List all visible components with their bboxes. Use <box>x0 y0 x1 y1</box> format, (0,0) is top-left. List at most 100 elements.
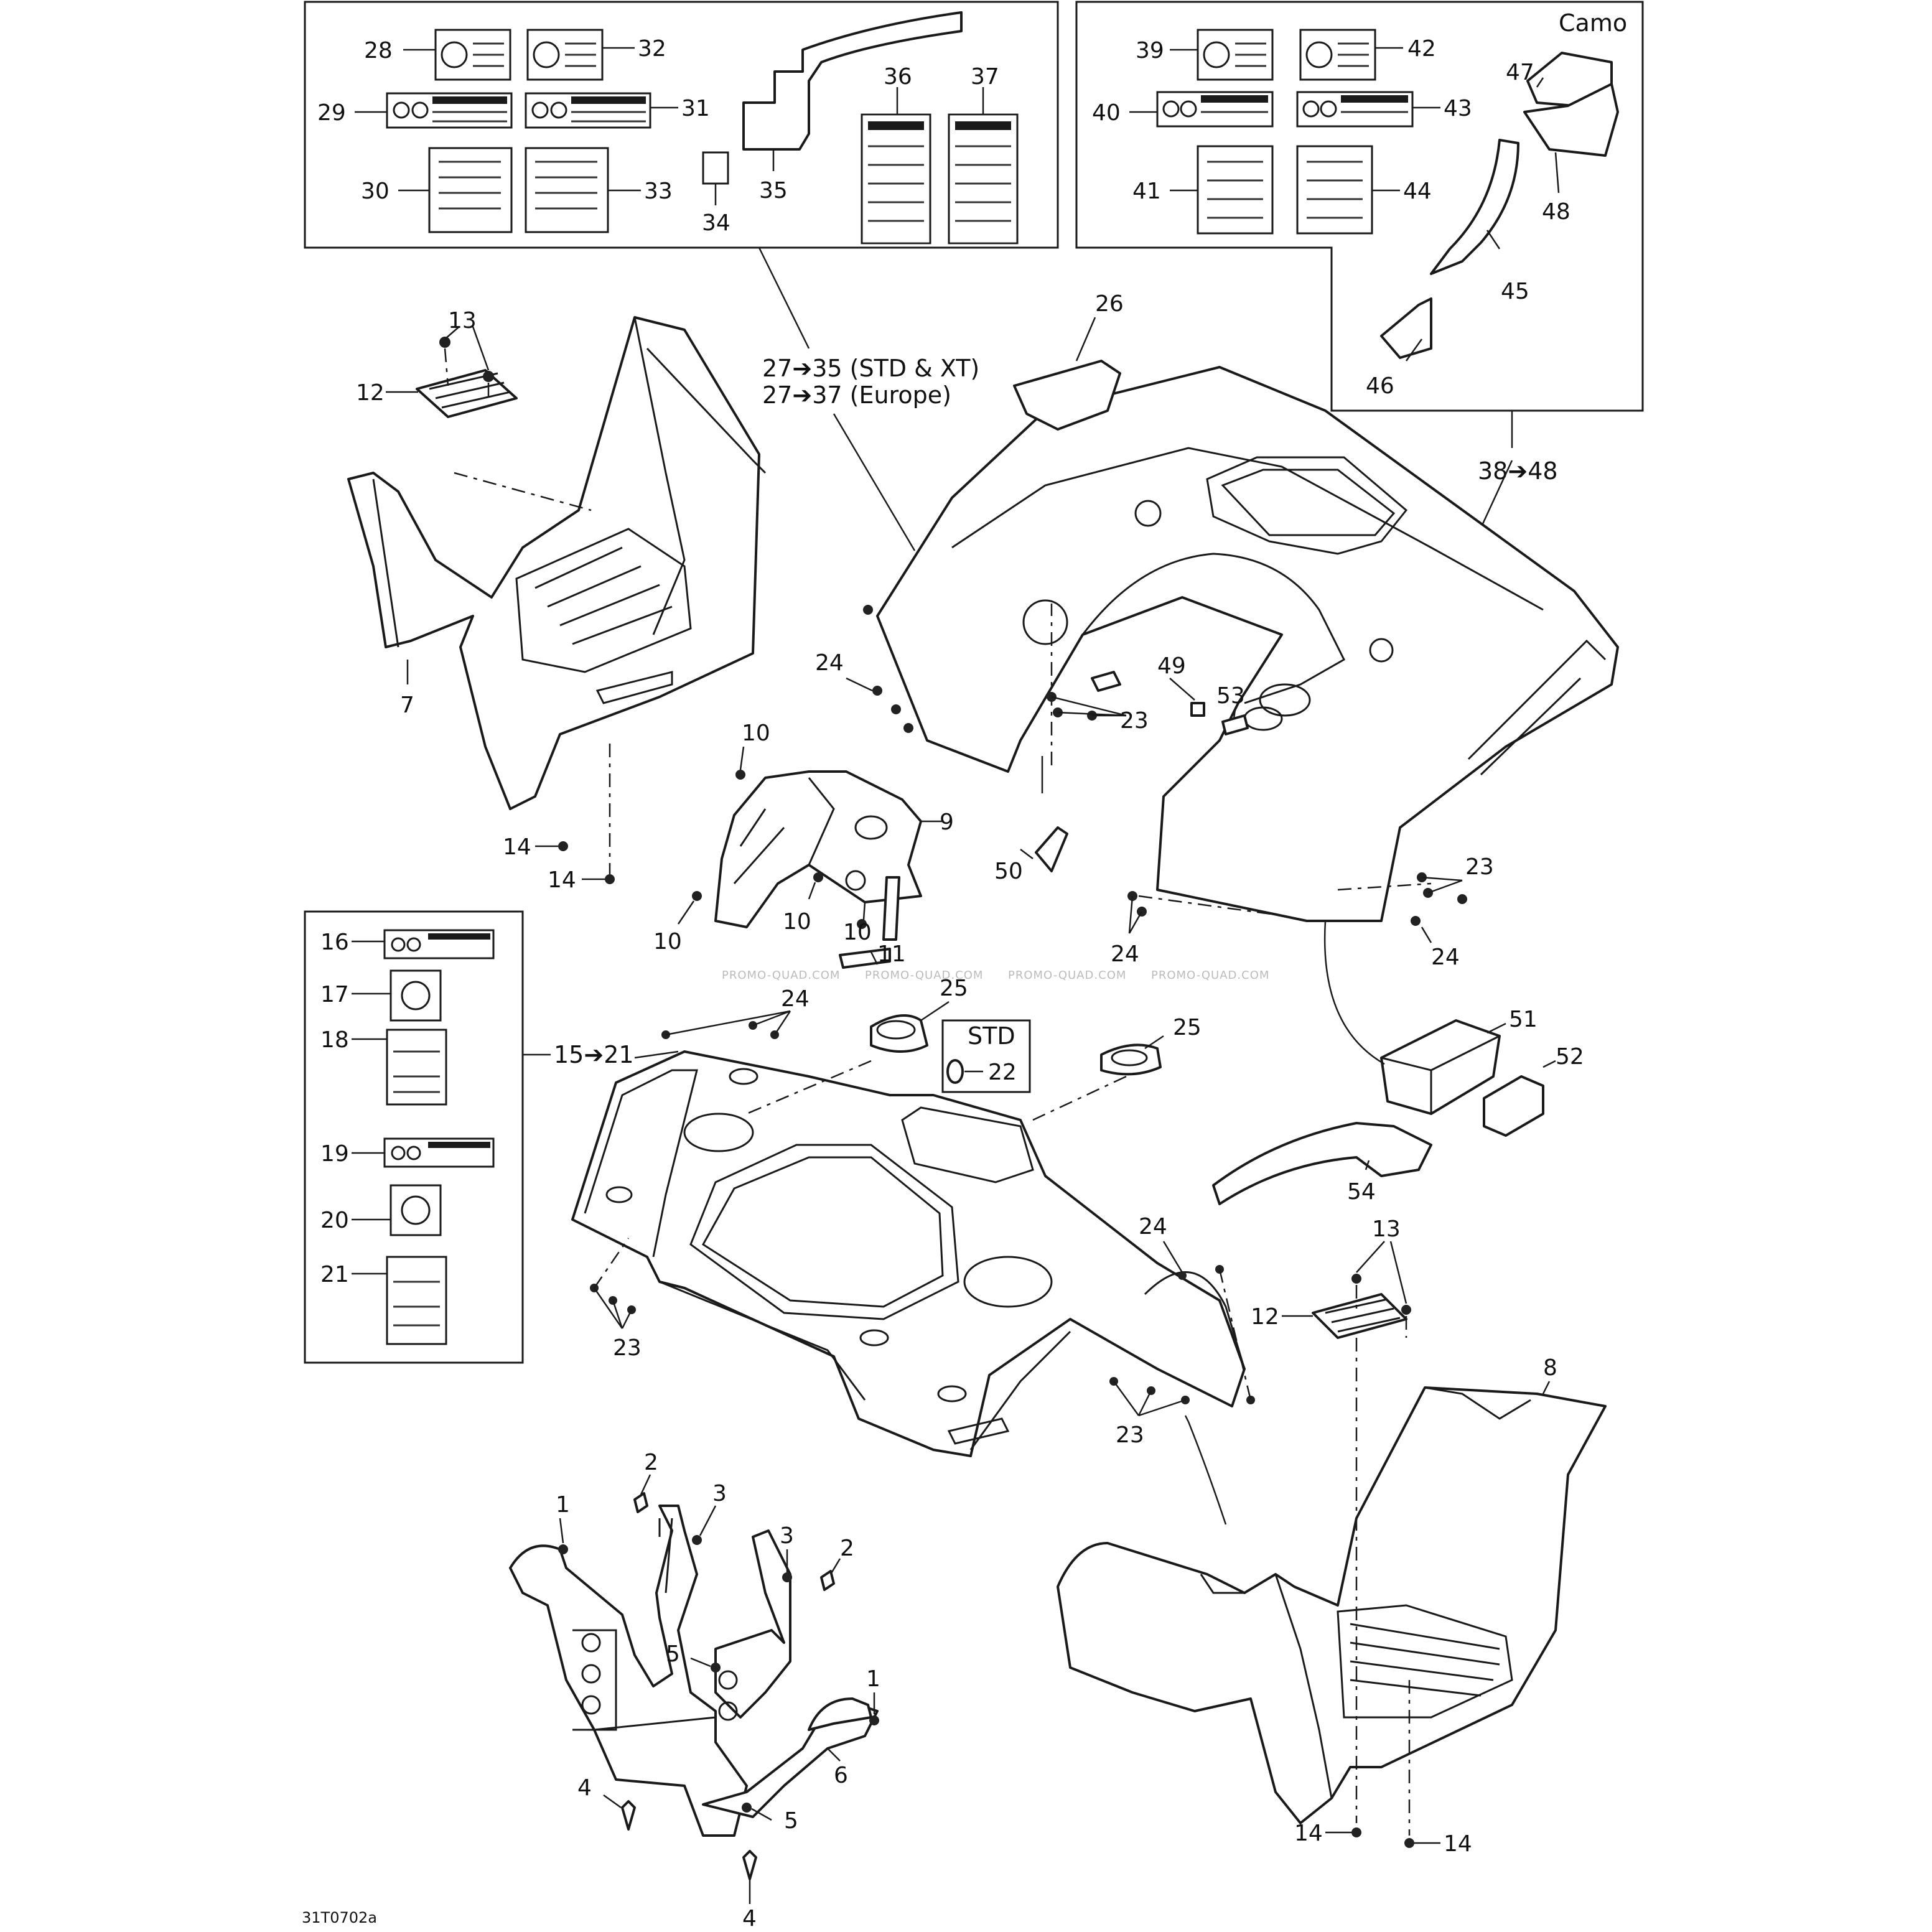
drawing-code: 31T0702a <box>302 1909 377 1926</box>
part-53 <box>1221 714 1249 735</box>
part-6 <box>808 1697 872 1731</box>
callout-2b: 2 <box>840 1536 854 1561</box>
decal-box-rear: 28 32 29 31 30 33 34 35 36 37 <box>304 1 1059 249</box>
callout-49: 49 <box>1157 653 1186 679</box>
callout-24b: 24 <box>1111 941 1139 967</box>
callout-10: 10 <box>742 721 770 746</box>
callout-30: 30 <box>361 179 390 204</box>
callout-43: 43 <box>1444 96 1472 121</box>
callout-25b: 25 <box>1173 1015 1202 1040</box>
callout-5b: 5 <box>784 1808 798 1834</box>
callout-48: 48 <box>1542 199 1570 225</box>
callout-24e: 24 <box>1139 1214 1167 1239</box>
part-51 <box>1380 1019 1501 1115</box>
callout-23: 23 <box>1120 708 1149 734</box>
group-15-21: 15➔21 <box>554 1041 634 1068</box>
rear-fender <box>876 366 1619 922</box>
callout-17: 17 <box>320 982 349 1007</box>
callout-1: 1 <box>556 1492 570 1518</box>
right-footwell <box>1057 1386 1607 1824</box>
callout-29: 29 <box>317 100 346 126</box>
part-49 <box>1091 671 1121 692</box>
decal-33 <box>525 147 609 233</box>
front-fender <box>571 1050 1246 1457</box>
part-54 <box>1212 1122 1432 1205</box>
callout-13b: 13 <box>1372 1216 1401 1242</box>
callout-21: 21 <box>320 1262 349 1287</box>
callout-36: 36 <box>884 64 912 90</box>
callout-19: 19 <box>320 1141 349 1167</box>
callout-9: 9 <box>940 810 954 835</box>
callout-20: 20 <box>320 1208 349 1233</box>
decal-31 <box>525 92 651 129</box>
front-bumper <box>509 1505 879 1837</box>
callout-5: 5 <box>666 1641 680 1667</box>
watermark-3: PROMO-QUAD.COM <box>1008 969 1126 982</box>
callout-10d: 10 <box>843 920 872 945</box>
decal-30 <box>428 147 513 233</box>
bracket-9 <box>714 770 922 928</box>
decal-box-camo: Camo 39 42 40 43 41 44 47 48 <box>1075 1 1644 412</box>
decal-34 <box>702 151 729 185</box>
callout-42: 42 <box>1407 36 1436 62</box>
part-52 <box>1483 1075 1544 1137</box>
callout-23b: 23 <box>1465 854 1494 880</box>
callout-25: 25 <box>940 976 968 1001</box>
callout-14d: 14 <box>1444 1831 1472 1857</box>
callout-14b: 14 <box>548 867 576 893</box>
group-38-48: 38➔48 <box>1478 457 1558 485</box>
part-48 <box>1523 83 1619 157</box>
callout-4b: 4 <box>742 1906 757 1931</box>
callout-12: 12 <box>356 380 385 406</box>
callout-31: 31 <box>681 96 710 121</box>
camo-label: Camo <box>1559 9 1627 37</box>
callout-24d: 24 <box>781 986 810 1012</box>
decal-28 <box>434 29 511 81</box>
callout-8: 8 <box>1543 1355 1557 1381</box>
callout-24: 24 <box>815 650 844 676</box>
callout-53: 53 <box>1216 683 1245 709</box>
part-46 <box>1380 297 1432 359</box>
decal-32 <box>526 29 604 81</box>
callout-24c: 24 <box>1431 945 1460 970</box>
group-27-35: 27➔35 (STD & XT) <box>762 355 979 382</box>
callout-33: 33 <box>644 179 673 204</box>
callout-39: 39 <box>1136 38 1164 63</box>
watermark: PROMO-QUAD.COM <box>722 969 840 982</box>
decal-36 <box>861 113 931 245</box>
callout-14: 14 <box>503 834 531 860</box>
part-25b <box>1100 1043 1162 1076</box>
group-27-37: 27➔37 (Europe) <box>762 381 951 409</box>
callout-13: 13 <box>448 308 477 334</box>
callout-45: 45 <box>1501 279 1529 304</box>
callout-6: 6 <box>834 1763 848 1788</box>
callout-23c: 23 <box>613 1335 642 1361</box>
callout-4: 4 <box>577 1775 592 1801</box>
callout-3b: 3 <box>780 1523 794 1549</box>
left-footwell <box>347 316 767 810</box>
callout-37: 37 <box>971 64 999 90</box>
watermark-2: PROMO-QUAD.COM <box>865 969 983 982</box>
watermark-4: PROMO-QUAD.COM <box>1151 969 1269 982</box>
callout-40: 40 <box>1092 100 1121 126</box>
callout-50: 50 <box>994 859 1023 884</box>
callout-3: 3 <box>712 1481 727 1506</box>
std-label: STD <box>968 1022 1015 1050</box>
callout-46: 46 <box>1366 373 1394 399</box>
callout-35: 35 <box>759 178 788 203</box>
part-26 <box>1013 360 1121 431</box>
part-12 <box>416 369 518 418</box>
callout-54: 54 <box>1347 1179 1376 1205</box>
callout-18: 18 <box>320 1027 349 1053</box>
callout-28: 28 <box>364 38 393 63</box>
callout-2: 2 <box>644 1450 658 1475</box>
callout-41: 41 <box>1132 179 1161 204</box>
callout-26: 26 <box>1095 291 1124 317</box>
callout-1b: 1 <box>866 1666 880 1692</box>
callout-51: 51 <box>1509 1007 1538 1032</box>
decal-box-front: 16 17 18 19 20 21 <box>304 910 524 1364</box>
callout-10b: 10 <box>653 929 682 954</box>
callout-11: 11 <box>877 941 906 967</box>
part-25 <box>870 1014 928 1053</box>
